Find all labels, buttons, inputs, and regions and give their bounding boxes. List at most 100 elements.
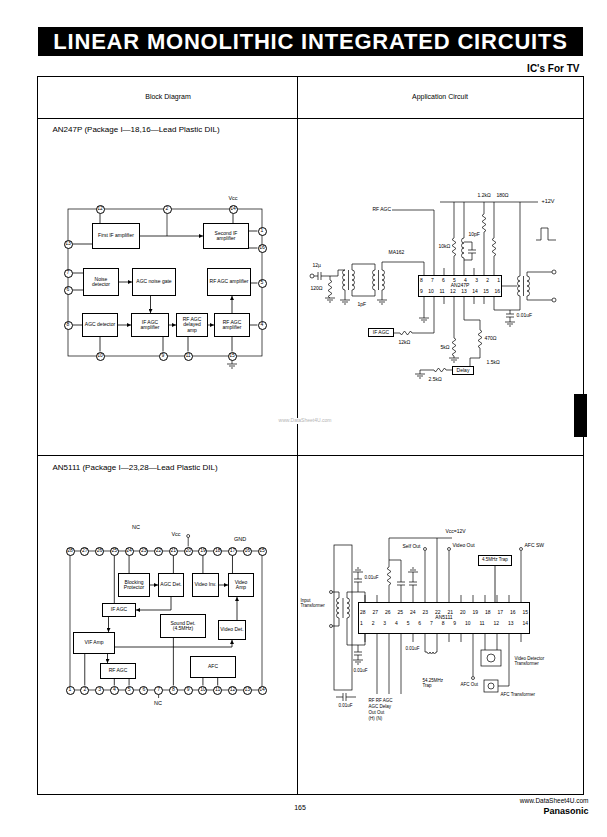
- capacitor-symbol: [353, 568, 363, 592]
- wire: [352, 264, 375, 296]
- pin-number: 24: [125, 547, 134, 556]
- signal-connector: [232, 556, 233, 574]
- pin-number: 28: [66, 547, 75, 556]
- function-block: VIF Amp: [73, 632, 115, 654]
- text-label: NC: [154, 700, 163, 706]
- pin-label: 5: [261, 280, 264, 286]
- signal-connector: [119, 282, 132, 283]
- text-label: +12V: [541, 198, 555, 204]
- terminal: [330, 591, 333, 594]
- block-text: RF AGC: [102, 668, 134, 674]
- pin-number: 26: [95, 547, 104, 556]
- pin-number: 5: [125, 686, 134, 695]
- signal-connector: [150, 296, 151, 313]
- pin-label: 13: [65, 241, 71, 247]
- signal-connector: [108, 617, 109, 632]
- capacitor-symbol: [464, 242, 476, 260]
- pin-label: 26: [97, 548, 103, 554]
- signal-connector: [251, 283, 258, 284]
- pin-number: 25: [110, 547, 119, 556]
- signal-connector: [217, 678, 218, 686]
- pin-label: 15: [229, 353, 235, 359]
- block-text: First IF amplifier: [94, 233, 138, 239]
- block-text: IF AGC: [370, 330, 392, 336]
- pin-label: 11: [185, 353, 190, 359]
- pin-number: 3: [95, 686, 104, 695]
- wire: [473, 642, 474, 676]
- pin-label: 6: [142, 687, 145, 693]
- pin-number: 18: [213, 547, 222, 556]
- table-frame: [38, 77, 584, 795]
- pin-number: 16: [243, 547, 252, 556]
- function-block: IF AGC: [368, 328, 394, 338]
- transformer-coil: [487, 654, 495, 662]
- wire: [392, 210, 434, 268]
- text-label: AN5111 (Package I—23,28—Lead Plastic DIL…: [52, 463, 218, 472]
- pin-number: 11: [213, 686, 222, 695]
- resistor-symbol: [464, 304, 482, 366]
- transformer-symbol: [518, 276, 530, 296]
- pin-label: 7: [67, 270, 70, 276]
- signal-connector: [232, 296, 233, 313]
- block-text: AFC: [192, 664, 234, 670]
- text-label: RF AGC: [372, 207, 392, 213]
- text-label: AGC Delay: [368, 704, 392, 709]
- package-outline: [70, 551, 262, 690]
- block-text: Blocking Protector: [120, 580, 148, 591]
- text-label: 12µ: [312, 263, 321, 269]
- block-text: Sound Det.(4.5MHz): [162, 621, 204, 632]
- terminal: [424, 548, 427, 551]
- signal-connector: [250, 325, 258, 326]
- transformer-can: [481, 650, 501, 666]
- pin-number: 21: [169, 547, 178, 556]
- pin-number: 13: [64, 240, 73, 249]
- page-title: LINEAR MONOLITHIC INTEGRATED CIRCUITS: [38, 27, 583, 56]
- text-label: 5kΩ: [440, 345, 450, 351]
- pin-number: 23: [139, 547, 148, 556]
- capacitor-symbol: [353, 645, 363, 664]
- block-text: 1 2 3 4 5 6 7 8 9 10 11 12 13 14: [360, 621, 528, 627]
- pin-label: 8: [172, 687, 175, 693]
- text-label: 1.5kΩ: [486, 360, 500, 366]
- pin-label: 13: [244, 687, 250, 693]
- pin-number: 27: [80, 547, 89, 556]
- table-rules: [37, 76, 583, 795]
- text-label: IC's For TV: [527, 63, 580, 75]
- signal-connector: [107, 654, 108, 663]
- function-block: Video Inv.: [192, 573, 219, 597]
- signal-connector: [100, 214, 101, 224]
- text-label: 0.01uF: [516, 313, 533, 319]
- text-label: GND: [233, 536, 246, 542]
- block-text: Video Amp: [230, 580, 252, 591]
- ground-symbol: [227, 361, 237, 369]
- terminal: [310, 274, 314, 278]
- pin-number: 16: [258, 244, 267, 253]
- signal-connector: [233, 214, 234, 224]
- function-block: Video Amp: [228, 573, 254, 597]
- signal-connector: [129, 679, 130, 686]
- pin-number: 2: [163, 205, 172, 214]
- signal-connector: [114, 556, 115, 604]
- pin-label: 7: [157, 687, 160, 693]
- text-label: AN247P (Package I—18,16—Lead Plastic DIL…: [52, 125, 220, 134]
- pin-number: 8: [169, 686, 178, 695]
- block-text: AGC Det.: [160, 582, 182, 588]
- resistor-symbol: [387, 538, 391, 595]
- wire: [485, 642, 497, 650]
- signal-connector: [73, 273, 84, 274]
- terminal: [552, 270, 556, 274]
- block-text: RF AGC amplifier: [216, 320, 248, 331]
- pin-number: 4: [258, 321, 267, 330]
- signal-connector: [202, 678, 203, 686]
- pin-number: 5: [258, 279, 267, 288]
- block-text: IF AGC: [104, 607, 134, 613]
- pin-label: 12: [230, 687, 236, 693]
- pin-number: 6: [64, 286, 73, 295]
- pin-label: 1: [261, 228, 264, 234]
- block-text: AGC detector: [84, 322, 116, 328]
- signal-connector: [237, 597, 238, 620]
- pin-number: 9: [159, 352, 168, 361]
- terminal: [448, 548, 451, 551]
- pin-label: 10: [200, 687, 206, 693]
- signal-connector: [173, 638, 174, 686]
